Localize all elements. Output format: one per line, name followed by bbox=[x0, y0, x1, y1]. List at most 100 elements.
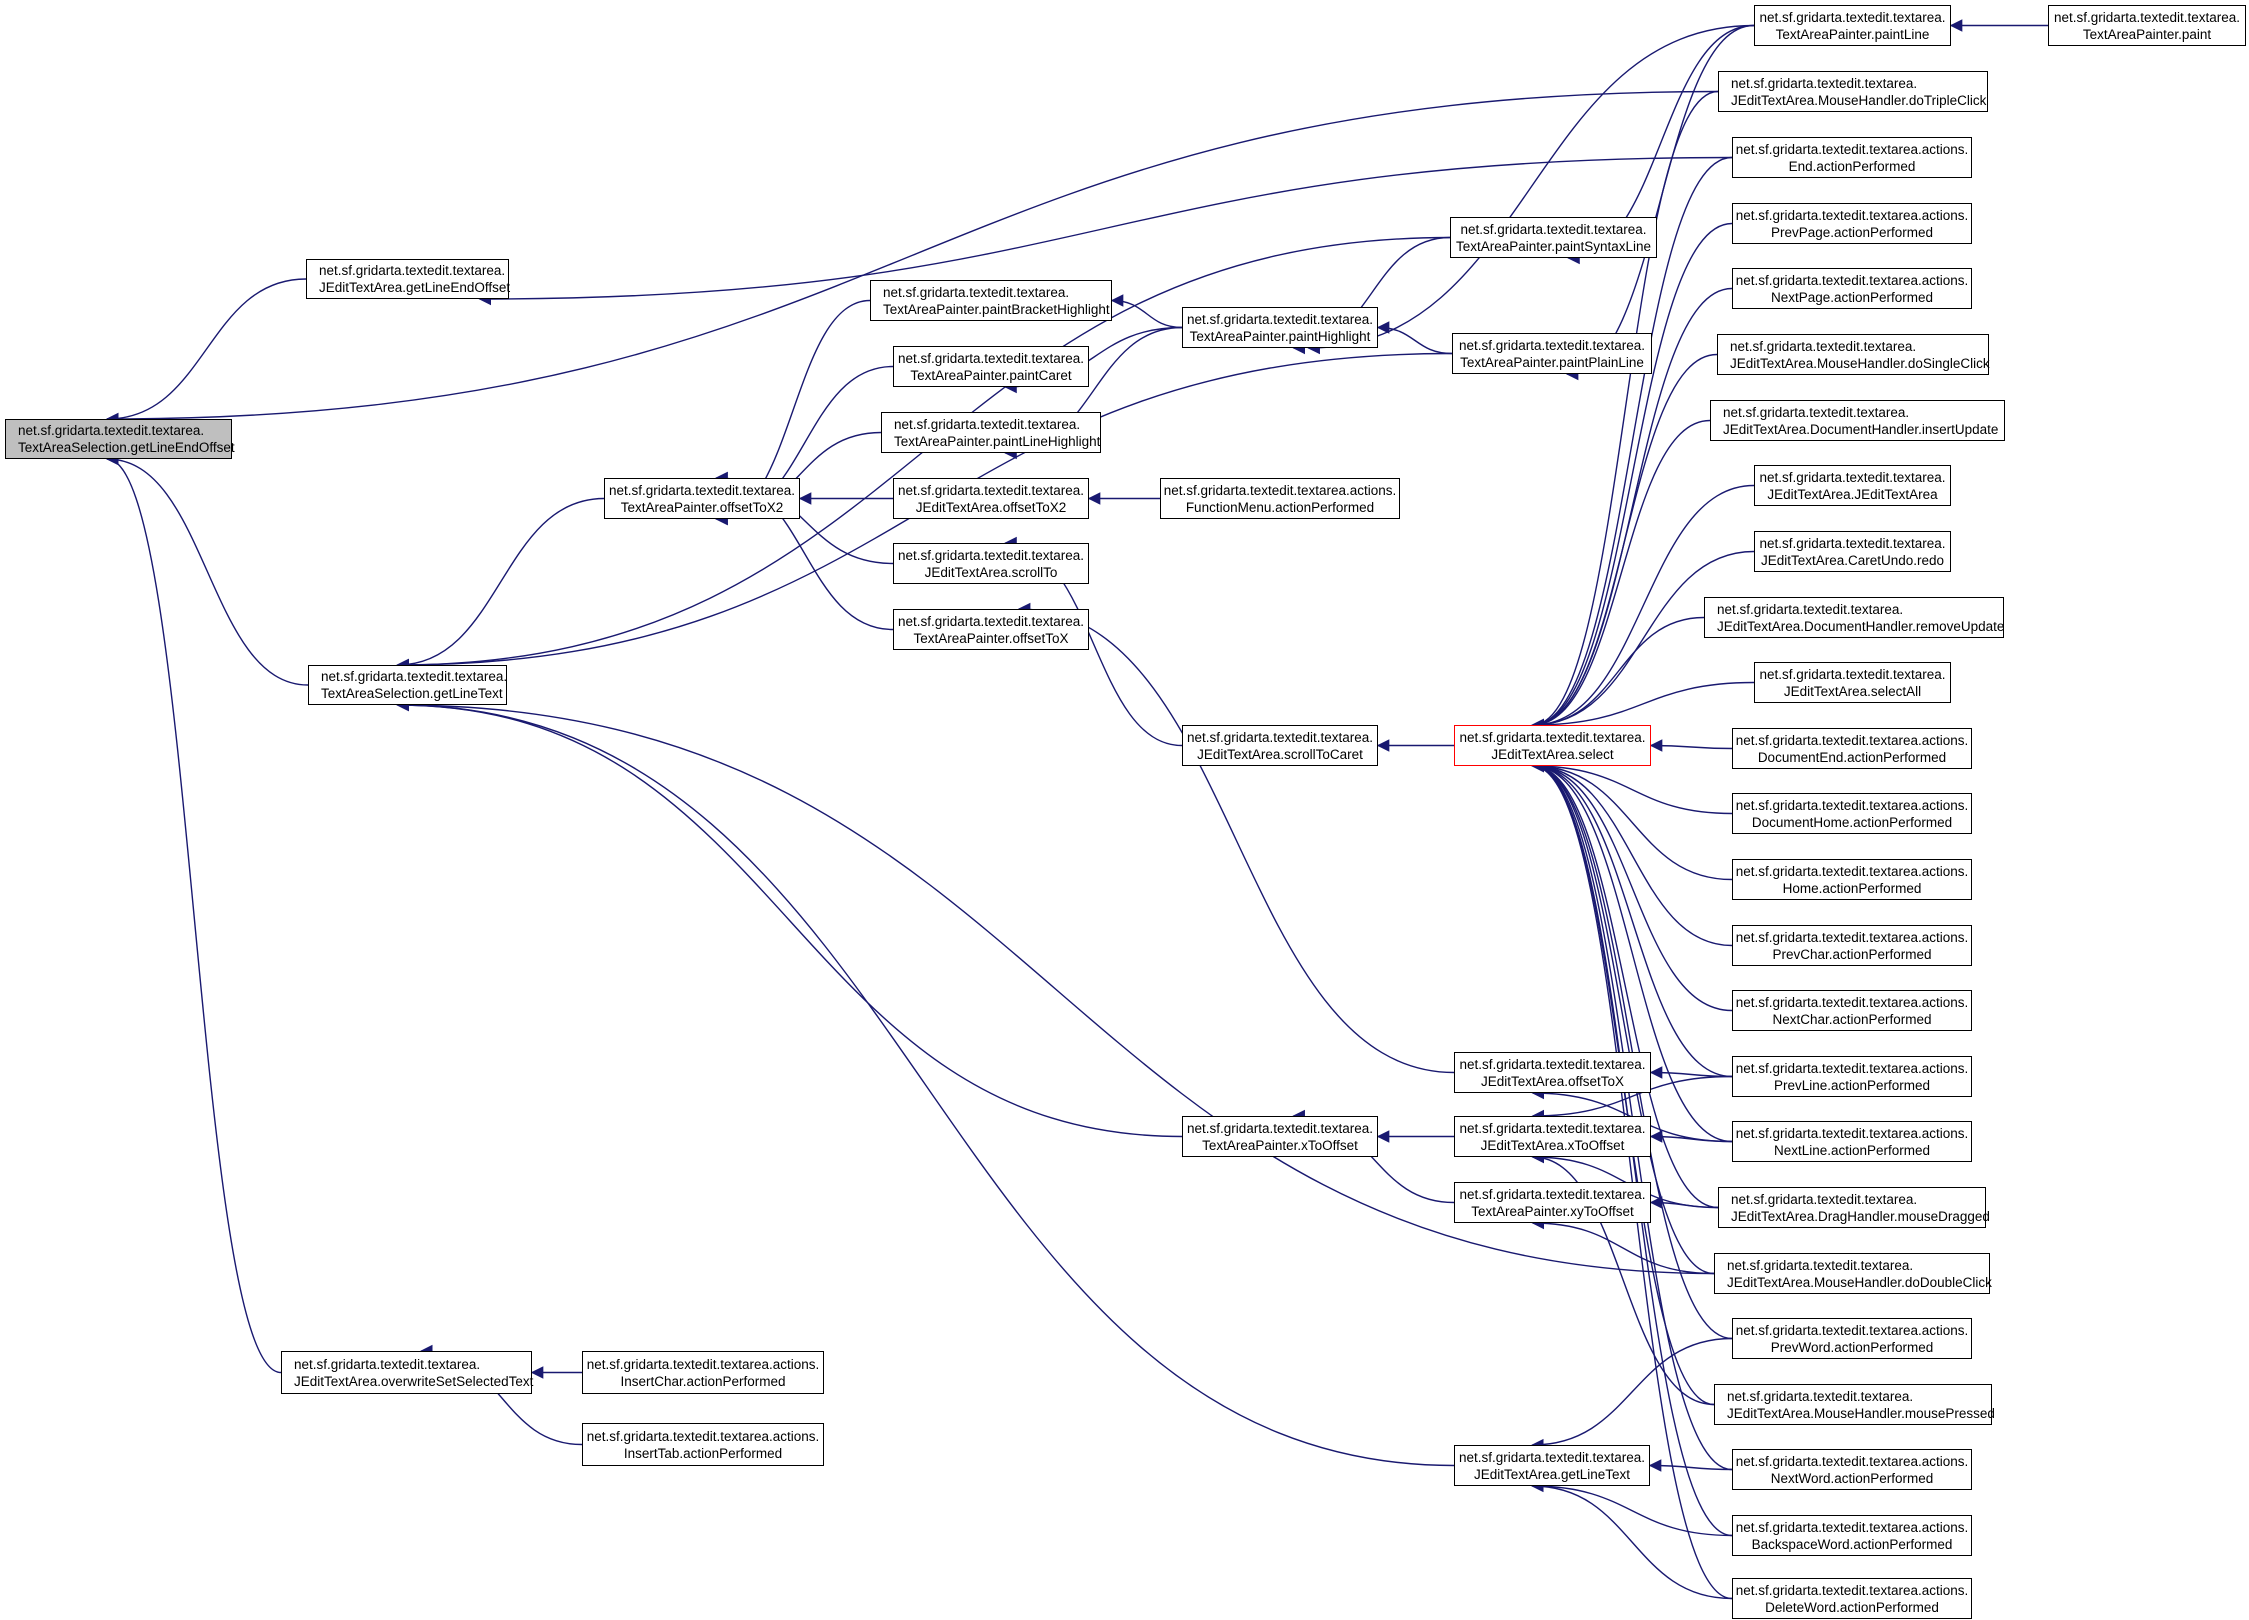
graph-node-jeta-offsettox2[interactable]: net.sf.gridarta.textedit.textarea.JEditT… bbox=[893, 478, 1089, 519]
node-label-line: PrevPage.actionPerformed bbox=[1770, 224, 1934, 240]
graph-node-paintplainline[interactable]: net.sf.gridarta.textedit.textarea.TextAr… bbox=[1452, 333, 1652, 374]
graph-node-paintline[interactable]: net.sf.gridarta.textedit.textarea.TextAr… bbox=[1754, 5, 1951, 46]
node-label-line: net.sf.gridarta.textedit.textarea. bbox=[897, 482, 1085, 498]
graph-node-paintcaret[interactable]: net.sf.gridarta.textedit.textarea.TextAr… bbox=[893, 346, 1089, 387]
graph-node-tap-offsettox[interactable]: net.sf.gridarta.textedit.textarea.TextAr… bbox=[893, 609, 1089, 650]
node-label-line: JEditTextArea.offsetToX bbox=[1480, 1073, 1625, 1089]
node-label-line: TextAreaPainter.paintBracketHighlight bbox=[883, 301, 1110, 317]
node-label-line: net.sf.gridarta.textedit.textarea.action… bbox=[586, 1356, 820, 1372]
node-label-line: JEditTextArea.offsetToX2 bbox=[915, 499, 1067, 515]
graph-node-paint[interactable]: net.sf.gridarta.textedit.textarea.TextAr… bbox=[2048, 5, 2246, 46]
node-label-line: net.sf.gridarta.textedit.textarea. bbox=[1458, 1449, 1646, 1465]
edge-nextLine-to-jeta_xToOffset bbox=[1649, 1130, 1733, 1143]
node-label-line: TextAreaPainter.paintSyntaxLine bbox=[1455, 238, 1652, 254]
graph-node-dotripleclick[interactable]: net.sf.gridarta.textedit.textarea.JEditT… bbox=[1718, 71, 1988, 112]
graph-node-dosingleclick[interactable]: net.sf.gridarta.textedit.textarea.JEditT… bbox=[1717, 334, 1990, 375]
graph-node-scrolltocaret[interactable]: net.sf.gridarta.textedit.textarea.JEditT… bbox=[1182, 725, 1378, 766]
node-label-line: net.sf.gridarta.textedit.textarea. bbox=[897, 350, 1085, 366]
graph-node-nextword[interactable]: net.sf.gridarta.textedit.textarea.action… bbox=[1732, 1449, 1972, 1490]
graph-node-backspaceword[interactable]: net.sf.gridarta.textedit.textarea.action… bbox=[1732, 1515, 1972, 1556]
node-label-line: net.sf.gridarta.textedit.textarea.action… bbox=[1735, 207, 1969, 223]
edge-jeta_getLineText-to-tas_getLineText bbox=[396, 698, 1455, 1467]
graph-node-prevword[interactable]: net.sf.gridarta.textedit.textarea.action… bbox=[1732, 1318, 1972, 1359]
edge-end-to-select bbox=[1531, 156, 1733, 732]
graph-node-documentend[interactable]: net.sf.gridarta.textedit.textarea.action… bbox=[1732, 728, 1972, 769]
node-label-line: net.sf.gridarta.textedit.textarea.action… bbox=[1735, 141, 1969, 157]
node-label-line: End.actionPerformed bbox=[1788, 158, 1916, 174]
node-label-line: JEditTextArea.DragHandler.mouseDragged bbox=[1731, 1208, 1990, 1224]
graph-node-nextline[interactable]: net.sf.gridarta.textedit.textarea.action… bbox=[1732, 1121, 1972, 1162]
graph-node-tas-getlinetext[interactable]: net.sf.gridarta.textedit.textarea.TextAr… bbox=[308, 665, 507, 705]
edge-prevLine-to-select bbox=[1531, 759, 1733, 1078]
graph-node-painthighlight[interactable]: net.sf.gridarta.textedit.textarea.TextAr… bbox=[1182, 307, 1378, 348]
graph-node-prevpage[interactable]: net.sf.gridarta.textedit.textarea.action… bbox=[1732, 203, 1972, 244]
node-label-line: net.sf.gridarta.textedit.textarea. bbox=[1759, 666, 1946, 682]
node-label-line: Home.actionPerformed bbox=[1782, 880, 1922, 896]
graph-node-jeta-offsettox[interactable]: net.sf.gridarta.textedit.textarea.JEditT… bbox=[1454, 1052, 1651, 1093]
graph-node-functionmenu[interactable]: net.sf.gridarta.textedit.textarea.action… bbox=[1160, 478, 1400, 519]
graph-node-jeta-getlinetext[interactable]: net.sf.gridarta.textedit.textarea.JEditT… bbox=[1454, 1445, 1650, 1486]
graph-node-jeta-getlineendoffset[interactable]: net.sf.gridarta.textedit.textarea.JEditT… bbox=[306, 259, 510, 299]
graph-node-mousepressed[interactable]: net.sf.gridarta.textedit.textarea.JEditT… bbox=[1714, 1384, 1995, 1425]
graph-node-prevline[interactable]: net.sf.gridarta.textedit.textarea.action… bbox=[1732, 1056, 1972, 1097]
node-label-line: JEditTextArea.MouseHandler.doSingleClick bbox=[1730, 355, 1990, 371]
node-label-line: net.sf.gridarta.textedit.textarea.action… bbox=[1735, 929, 1969, 945]
edge-selectAll-to-select bbox=[1531, 681, 1755, 732]
edge-nextLine-to-select bbox=[1531, 759, 1733, 1143]
node-label-line: net.sf.gridarta.textedit.textarea.action… bbox=[1735, 1453, 1969, 1469]
graph-node-dodoubleclick[interactable]: net.sf.gridarta.textedit.textarea.JEditT… bbox=[1714, 1253, 1992, 1294]
graph-node-jeta-overwrite[interactable]: net.sf.gridarta.textedit.textarea.JEditT… bbox=[281, 1351, 533, 1394]
graph-node-insertupdate[interactable]: net.sf.gridarta.textedit.textarea.JEditT… bbox=[1710, 400, 2005, 441]
graph-node-tap-offsettox2[interactable]: net.sf.gridarta.textedit.textarea.TextAr… bbox=[604, 478, 800, 519]
edge-doDoubleClick-to-select bbox=[1531, 759, 1715, 1275]
node-label-line: net.sf.gridarta.textedit.textarea. bbox=[1759, 9, 1946, 25]
graph-node-inserttab[interactable]: net.sf.gridarta.textedit.textarea.action… bbox=[582, 1423, 824, 1466]
graph-node-mousedragged[interactable]: net.sf.gridarta.textedit.textarea.JEditT… bbox=[1718, 1187, 1990, 1228]
edge-backspaceWord-to-jeta_getLineText bbox=[1531, 1479, 1733, 1537]
node-label-line: net.sf.gridarta.textedit.textarea. bbox=[897, 547, 1085, 563]
node-label-line: BackspaceWord.actionPerformed bbox=[1751, 1536, 1953, 1552]
node-label-line: net.sf.gridarta.textedit.textarea. bbox=[894, 416, 1081, 432]
node-label-line: net.sf.gridarta.textedit.textarea. bbox=[1727, 1257, 1914, 1273]
graph-node-nextpage[interactable]: net.sf.gridarta.textedit.textarea.action… bbox=[1732, 268, 1972, 309]
graph-node-nextchar[interactable]: net.sf.gridarta.textedit.textarea.action… bbox=[1732, 990, 1972, 1031]
node-label-line: NextLine.actionPerformed bbox=[1773, 1142, 1931, 1158]
graph-node-removeupdate[interactable]: net.sf.gridarta.textedit.textarea.JEditT… bbox=[1704, 597, 2004, 638]
graph-node-documenthome[interactable]: net.sf.gridarta.textedit.textarea.action… bbox=[1732, 793, 1972, 834]
graph-node-jeta-xtooffset[interactable]: net.sf.gridarta.textedit.textarea.JEditT… bbox=[1454, 1116, 1651, 1157]
edge-prevWord-to-jeta_getLineText bbox=[1531, 1337, 1733, 1452]
graph-node-select[interactable]: net.sf.gridarta.textedit.textarea.JEditT… bbox=[1454, 725, 1651, 766]
node-label-line: net.sf.gridarta.textedit.textarea. bbox=[1759, 535, 1946, 551]
graph-node-deleteword[interactable]: net.sf.gridarta.textedit.textarea.action… bbox=[1732, 1578, 1972, 1619]
graph-node-root[interactable]: net.sf.gridarta.textedit.textarea.TextAr… bbox=[5, 419, 235, 459]
node-label-line: net.sf.gridarta.textedit.textarea.action… bbox=[1735, 797, 1969, 813]
node-label-line: net.sf.gridarta.textedit.textarea.action… bbox=[586, 1428, 820, 1444]
graph-node-insertchar[interactable]: net.sf.gridarta.textedit.textarea.action… bbox=[582, 1351, 824, 1394]
graph-node-paintsyntaxline[interactable]: net.sf.gridarta.textedit.textarea.TextAr… bbox=[1450, 217, 1657, 258]
node-label-line: TextAreaPainter.xToOffset bbox=[1202, 1137, 1358, 1153]
node-label-line: net.sf.gridarta.textedit.textarea. bbox=[1459, 1056, 1646, 1072]
graph-node-prevchar[interactable]: net.sf.gridarta.textedit.textarea.action… bbox=[1732, 925, 1972, 966]
edge-prevChar-to-select bbox=[1531, 759, 1733, 947]
edge-tap_offsetToX2-to-tas_getLineText bbox=[396, 497, 605, 672]
graph-node-scrollto[interactable]: net.sf.gridarta.textedit.textarea.JEditT… bbox=[893, 543, 1089, 584]
graph-node-end[interactable]: net.sf.gridarta.textedit.textarea.action… bbox=[1732, 137, 1972, 178]
node-label-line: net.sf.gridarta.textedit.textarea. bbox=[294, 1356, 481, 1372]
graph-node-home[interactable]: net.sf.gridarta.textedit.textarea.action… bbox=[1732, 859, 1972, 900]
edge-ctor-to-select bbox=[1531, 484, 1755, 732]
graph-node-tap-xtooffset[interactable]: net.sf.gridarta.textedit.textarea.TextAr… bbox=[1182, 1116, 1378, 1157]
node-label-line: net.sf.gridarta.textedit.textarea. bbox=[319, 263, 506, 278]
graph-node-selectall[interactable]: net.sf.gridarta.textedit.textarea.JEditT… bbox=[1754, 662, 1951, 703]
node-label-line: net.sf.gridarta.textedit.textarea. bbox=[1459, 1186, 1646, 1202]
graph-node-paintlinehighlight[interactable]: net.sf.gridarta.textedit.textarea.TextAr… bbox=[881, 412, 1101, 453]
graph-node-paintbracket[interactable]: net.sf.gridarta.textedit.textarea.TextAr… bbox=[870, 280, 1112, 321]
edge-doDoubleClick-to-xyToOffset bbox=[1531, 1216, 1715, 1275]
edge-jeta_offsetToX-to-tap_offsetToX bbox=[1017, 602, 1455, 1074]
node-label-line: TextAreaSelection.getLineEndOffset bbox=[18, 440, 235, 455]
graph-node-redo[interactable]: net.sf.gridarta.textedit.textarea.JEditT… bbox=[1754, 531, 1951, 572]
graph-node-ctor[interactable]: net.sf.gridarta.textedit.textarea.JEditT… bbox=[1754, 465, 1951, 506]
node-label-line: JEditTextArea.JEditTextArea bbox=[1767, 486, 1938, 502]
edge-nextWord-to-jeta_getLineText bbox=[1648, 1459, 1733, 1472]
graph-node-xytooffset[interactable]: net.sf.gridarta.textedit.textarea.TextAr… bbox=[1454, 1182, 1651, 1223]
node-label-line: NextPage.actionPerformed bbox=[1770, 289, 1934, 305]
